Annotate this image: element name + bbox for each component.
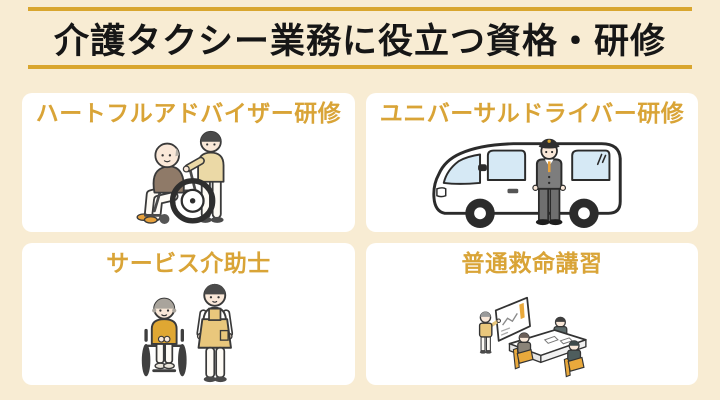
card-heartful-advisor-illustration-area bbox=[22, 129, 355, 232]
card-heartful-advisor: ハートフルアドバイザー研修 bbox=[22, 93, 355, 232]
card-lifesaving-course-illustration-area bbox=[366, 279, 698, 385]
card-lifesaving-course-label: 普通救命講習 bbox=[461, 251, 603, 277]
card-heartful-advisor-label: ハートフルアドバイザー研修 bbox=[35, 101, 342, 127]
card-universal-driver-label: ユニバーサルドライバー研修 bbox=[379, 101, 685, 127]
card-universal-driver-illustration-area bbox=[366, 129, 698, 232]
caregiver-pushing-wheelchair-illustration bbox=[136, 130, 224, 224]
card-service-attendant: サービス介助士 bbox=[22, 243, 355, 385]
card-service-attendant-label: サービス介助士 bbox=[106, 251, 271, 277]
card-universal-driver: ユニバーサルドライバー研修 bbox=[366, 93, 698, 232]
first-aid-lecture-classroom-illustration bbox=[478, 296, 587, 378]
title-band: 介護タクシー業務に役立つ資格・研修 bbox=[28, 7, 692, 69]
card-lifesaving-course: 普通救命講習 bbox=[366, 243, 698, 385]
page-title: 介護タクシー業務に役立つ資格・研修 bbox=[53, 21, 666, 62]
attendant-with-wheelchair-user-illustration bbox=[141, 283, 233, 382]
card-service-attendant-illustration-area bbox=[22, 279, 355, 385]
taxi-van-with-driver-illustration bbox=[432, 138, 622, 228]
